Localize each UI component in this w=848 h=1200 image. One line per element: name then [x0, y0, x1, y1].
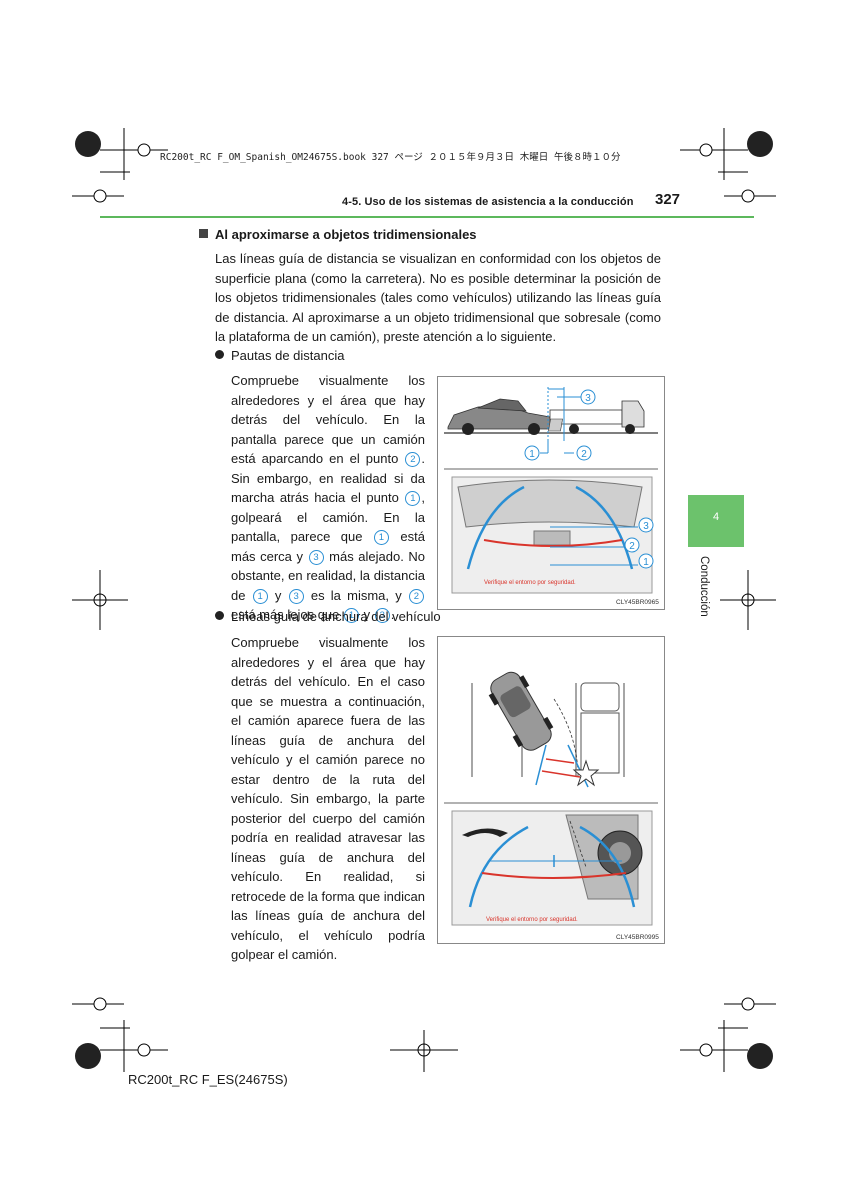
bullet-dot-icon [215, 611, 224, 620]
chapter-tab[interactable]: 4 [688, 495, 744, 547]
chapter-label: Conducción [698, 556, 710, 617]
page-number: 327 [655, 191, 681, 208]
fig1-screen-label-2: 2 [629, 541, 635, 552]
marker-1: 1 [252, 588, 268, 604]
section-title-text: Al aproximarse a objetos tridimensionale… [215, 227, 477, 242]
figure-distance-guides: 3 1 2 3 2 1 Verifique el entorno por seg… [437, 376, 665, 610]
marker-3: 3 [374, 608, 390, 623]
fig1-screen-label-1: 1 [643, 557, 649, 568]
header-section-title: 4-5. Uso de los sistemas de asistencia a… [342, 196, 634, 208]
fig1-label-3: 3 [585, 393, 591, 404]
marker-1: 1 [373, 530, 389, 545]
fig1-code: CLY45BR0965 [616, 599, 659, 606]
marker-3: 3 [288, 588, 304, 604]
bullet-title: Líneas guía de anchura del vehículo [231, 609, 441, 624]
section-title: Al aproximarse a objetos tridimensionale… [199, 227, 477, 242]
fig1-screen-caption: Verifique el entorno por seguridad. [484, 580, 576, 586]
marker-1: 1 [344, 608, 360, 623]
width-guides-text: Compruebe visualmente los alrededores y … [231, 635, 425, 962]
footer-document-id: RC200t_RC F_ES(24675S) [128, 1072, 288, 1087]
bullet-distance-guides: Pautas de distancia [215, 348, 344, 363]
fig1-label-1: 1 [529, 449, 535, 460]
marker-1: 1 [405, 491, 421, 506]
fig1-label-2: 2 [581, 449, 587, 460]
marker-2: 2 [408, 588, 424, 604]
distance-guides-text: Compruebe visualmente los alrededores y … [231, 373, 425, 623]
square-bullet-icon [199, 229, 208, 238]
chapter-number: 4 [712, 511, 720, 523]
marker-2: 2 [405, 452, 421, 467]
figure-width-guides: Verifique el entorno por seguridad. CLY4… [437, 636, 665, 944]
figure-width-illustration: Verifique el entorno por seguridad. CLY4… [444, 671, 659, 941]
bullet-width-guides: Líneas guía de anchura del vehículo [215, 609, 441, 624]
fig2-code: CLY45BR0995 [616, 934, 659, 941]
marker-3: 3 [308, 549, 324, 565]
figure-distance-illustration: 3 1 2 3 2 1 Verifique el entorno por seg… [444, 387, 659, 606]
print-info-line: RC200t_RC F_OM_Spanish_OM24675S.book 327… [160, 152, 621, 163]
bullet-dot-icon [215, 350, 224, 359]
fig2-screen-caption: Verifique el entorno por seguridad. [486, 917, 578, 923]
intro-paragraph: Las líneas guía de distancia se visualiz… [215, 251, 661, 345]
header-rule [100, 216, 754, 218]
bullet-title: Pautas de distancia [231, 348, 345, 363]
fig1-screen-label-3: 3 [643, 521, 649, 532]
